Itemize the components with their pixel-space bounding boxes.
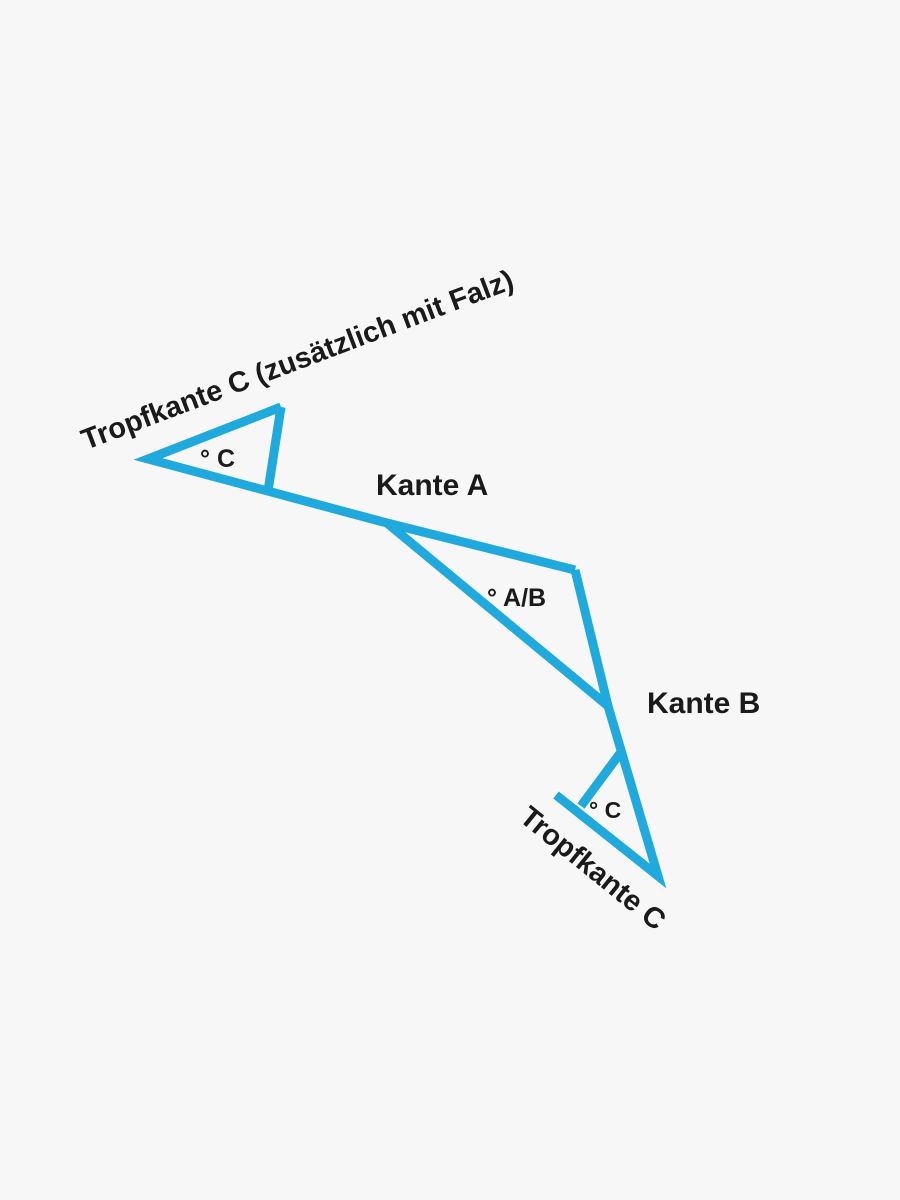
sheet-a-profile-line: [133, 402, 577, 575]
label-angle-c-top: ° C: [200, 445, 235, 473]
sheet-ab-bend-line: [384, 519, 611, 710]
bottom-fold-tick: [577, 749, 625, 809]
angle-ab-chord: [570, 568, 613, 708]
label-edge-b: Kante B: [647, 687, 760, 720]
sheet-b-profile-line: [553, 704, 667, 889]
label-edge-a: Kante A: [376, 469, 488, 502]
label-angle-ab: ° A/B: [487, 584, 546, 612]
label-angle-c-bottom: ° C: [589, 797, 621, 823]
top-fold-tick: [263, 406, 286, 492]
